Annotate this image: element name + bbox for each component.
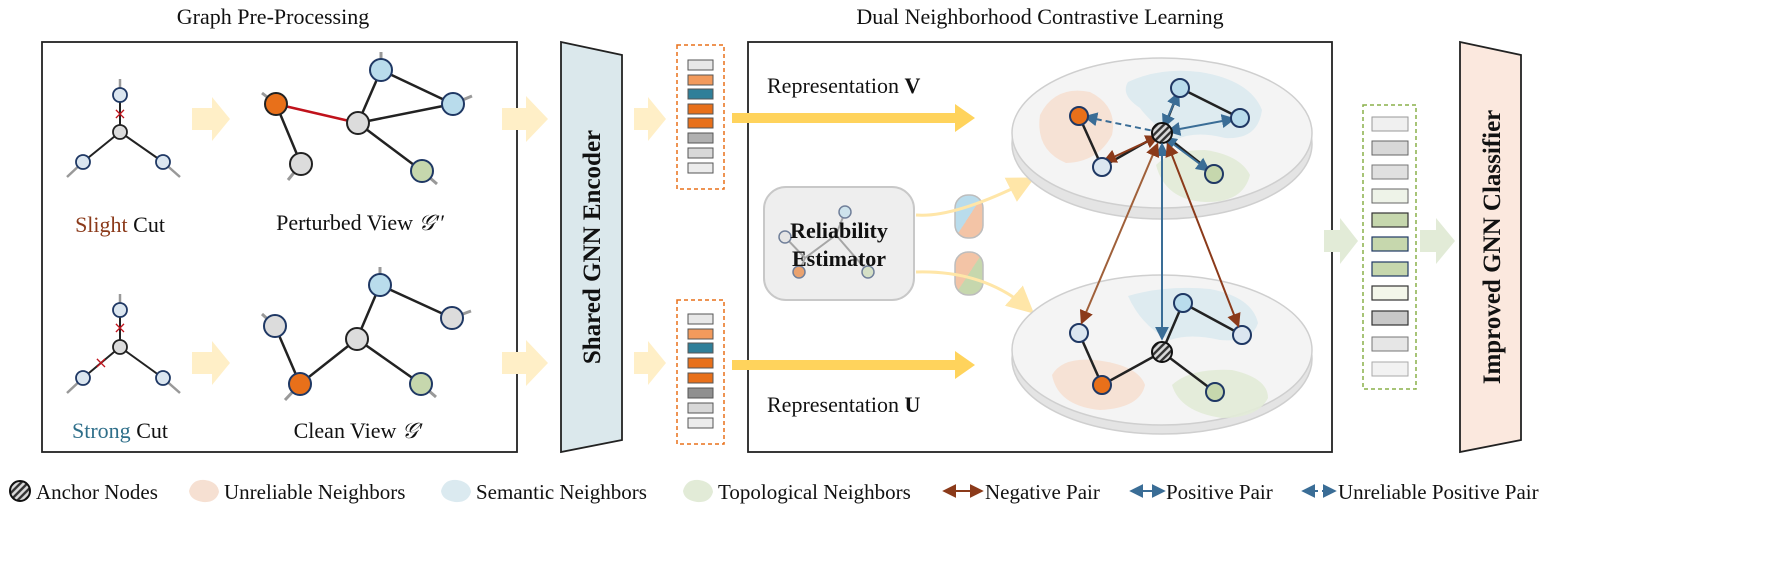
clean-view-symbol: 𝒢′	[402, 418, 424, 443]
unreliable-region-icon	[189, 479, 219, 503]
block-arrow	[634, 97, 666, 141]
legend-positive-label: Positive Pair	[1166, 480, 1273, 504]
improved-gnn-classifier: Improved GNN Classifier	[1459, 40, 1522, 454]
legend-positive: Positive Pair	[1129, 480, 1273, 504]
representation-u-label: Representation U	[767, 392, 920, 417]
legend-topological-label: Topological Neighbors	[718, 480, 911, 504]
embedding-vector-u	[676, 299, 725, 445]
legend-topological: Topological Neighbors	[683, 479, 911, 504]
representation-v-symbol: V	[904, 73, 920, 98]
slight-cut-graph: ×	[66, 79, 181, 178]
reliability-capsule-bottom	[954, 251, 984, 296]
perturbed-view-graph	[261, 52, 473, 186]
legend-unreliable-label: Unreliable Neighbors	[224, 480, 405, 504]
legend-negative-label: Negative Pair	[985, 480, 1100, 504]
anchor-node-icon	[9, 480, 31, 502]
strong-cut-graph: × ×	[66, 294, 181, 394]
clean-view-text: Clean View	[294, 418, 402, 443]
preprocessing-title: Graph Pre-Processing	[177, 4, 369, 29]
block-arrow	[634, 341, 666, 385]
slight-cut-label: Slight Cut	[75, 212, 165, 237]
slight-cut-word: Cut	[128, 212, 165, 237]
contrastive-title: Dual Neighborhood Contrastive Learning	[856, 4, 1223, 29]
cut-mark: ×	[113, 104, 126, 123]
reliability-capsule-top	[954, 194, 984, 239]
block-arrow	[192, 341, 230, 385]
estimator-line2: Estimator	[792, 246, 886, 271]
cut-mark: ×	[113, 318, 126, 337]
fused-embedding-vector	[1362, 104, 1417, 390]
embedding-vector-v	[676, 44, 725, 190]
contrastive-panel: Representation V Representation U Reliab…	[732, 41, 1333, 453]
legend-unreliable-positive: Unreliable Positive Pair	[1301, 480, 1539, 504]
strong-cut-word: Cut	[131, 418, 168, 443]
representation-v-text: Representation	[767, 73, 904, 98]
block-arrow	[192, 97, 230, 141]
legend-semantic-label: Semantic Neighbors	[476, 480, 647, 504]
block-arrow	[1324, 218, 1358, 264]
strong-word: Strong	[72, 418, 131, 443]
preprocessing-panel: × Slight Cut × × Strong Cut	[41, 41, 518, 453]
representation-u-arrow	[732, 351, 975, 379]
representation-v-arrow	[732, 104, 975, 132]
representation-u-symbol: U	[904, 392, 920, 417]
semantic-region-icon	[441, 479, 471, 503]
clean-view-graph	[260, 267, 472, 402]
block-arrow	[1420, 218, 1455, 264]
representation-u-text: Representation	[767, 392, 904, 417]
cut-mark: ×	[94, 353, 107, 372]
block-arrow	[502, 96, 548, 142]
estimator-link	[915, 177, 1035, 217]
legend-unreliable-positive-label: Unreliable Positive Pair	[1338, 480, 1539, 504]
perturbed-view-text: Perturbed View	[276, 210, 418, 235]
legend-semantic: Semantic Neighbors	[441, 479, 647, 504]
slight-word: Slight	[75, 212, 128, 237]
legend-unreliable: Unreliable Neighbors	[189, 479, 405, 504]
strong-cut-label: Strong Cut	[72, 418, 168, 443]
perturbed-view-label: Perturbed View 𝒢′′	[276, 210, 445, 235]
representation-v-label: Representation V	[767, 73, 920, 98]
cross-view-negative-pair	[1165, 142, 1241, 328]
legend: Anchor Nodes Unreliable Neighbors Semant…	[9, 479, 1539, 504]
encoder-label: Shared GNN Encoder	[579, 130, 606, 364]
legend-anchor: Anchor Nodes	[9, 480, 158, 504]
legend-negative: Negative Pair	[942, 480, 1100, 504]
topological-region-icon	[683, 479, 713, 503]
perturbed-view-symbol: 𝒢′′	[419, 210, 445, 235]
estimator-line1: Reliability	[790, 218, 888, 243]
estimator-link	[915, 270, 1035, 314]
block-arrow	[502, 340, 548, 386]
reliability-estimator: Reliability Estimator	[763, 186, 915, 301]
shared-gnn-encoder: Shared GNN Encoder	[560, 40, 623, 454]
clean-view-label: Clean View 𝒢′	[294, 418, 424, 443]
legend-anchor-label: Anchor Nodes	[36, 480, 158, 504]
classifier-label: Improved GNN Classifier	[1479, 110, 1506, 385]
cross-view-negative-pair	[1079, 142, 1160, 325]
